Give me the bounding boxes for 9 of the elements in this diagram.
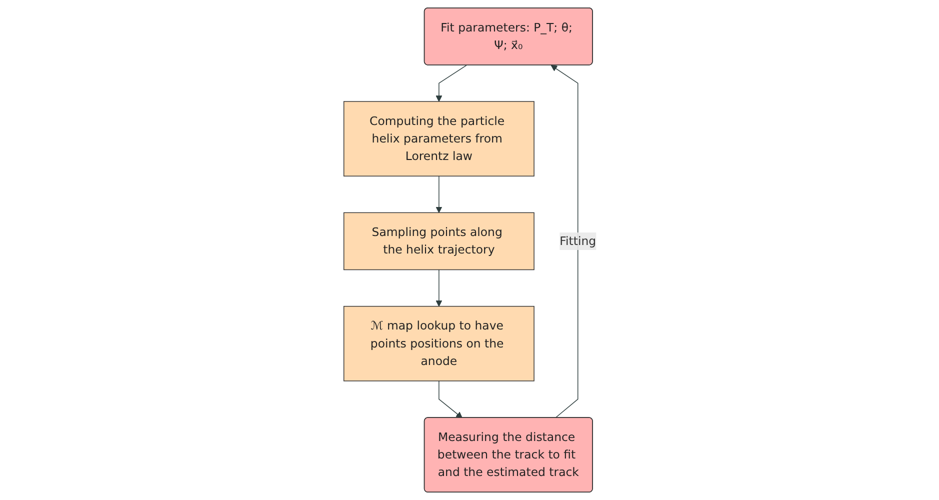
arrow: [435, 269, 442, 307]
arrow: [438, 380, 462, 418]
node-box: Computing the particle helix parameters from Lorentz law: [343, 101, 534, 176]
edge-label: Fitting: [559, 234, 596, 248]
arrow: [435, 176, 442, 213]
node-box: Sampling points along the helix trajectory: [343, 212, 534, 270]
node-box: ℳ map lookup to have points positions on the anode: [343, 306, 534, 382]
arrow: [550, 65, 578, 418]
arrow: [435, 64, 466, 102]
